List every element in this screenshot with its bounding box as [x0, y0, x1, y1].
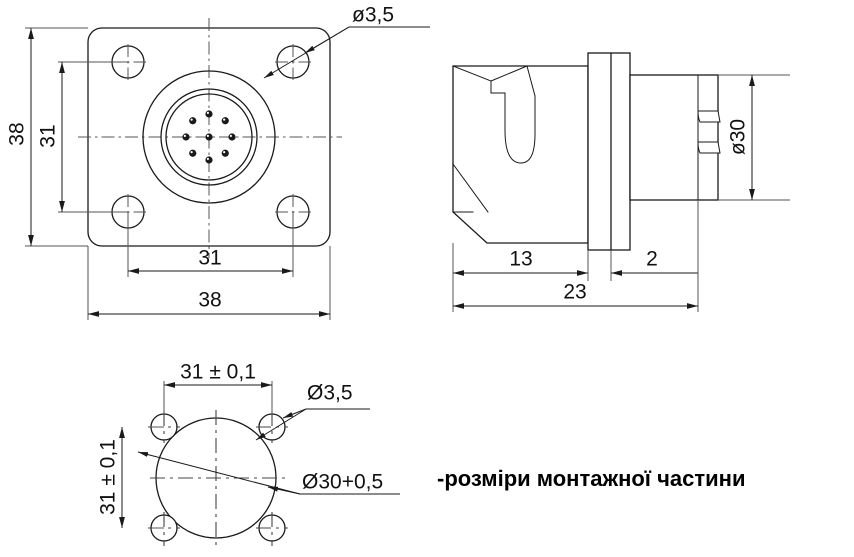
- side-dim-2: [610, 250, 698, 281]
- pin-1: [205, 110, 213, 118]
- side-diameter-30-label: ø30: [727, 119, 750, 155]
- side-barrel: [629, 74, 719, 201]
- side-view: ø30 13 2 23: [452, 52, 790, 312]
- side-latch-upper-edge: [452, 65, 492, 82]
- front-height-38-label: 38: [6, 122, 29, 145]
- cutout-dim-width: [163, 381, 273, 414]
- connector-inner-circle: [165, 93, 253, 181]
- front-width-31-label: 31: [198, 247, 221, 270]
- pin-8: [189, 117, 197, 125]
- pin-2: [221, 117, 229, 125]
- front-dim-height-38: [25, 27, 88, 247]
- side-chamfer-detail: [452, 163, 489, 213]
- front-mounting-holes: [110, 44, 311, 230]
- cutout-bore-leader: [137, 451, 400, 495]
- front-view: ø3,5 38 31 31: [6, 4, 430, 320]
- side-flange: [587, 52, 631, 251]
- front-hole-diameter-leader: [263, 26, 430, 79]
- front-dim-height-31: [58, 61, 128, 213]
- side-dim-diameter-30: [718, 74, 790, 201]
- pin-ring: [182, 110, 236, 164]
- front-dim-width-38: [87, 246, 331, 320]
- cutout-hole-bottom-right: [256, 512, 288, 546]
- front-pin-field: [182, 110, 236, 164]
- pin-3: [228, 133, 236, 141]
- cutout-height-label: 31 ± 0,1: [97, 439, 120, 515]
- front-height-31-label: 31: [37, 124, 60, 147]
- front-connector-circles: [142, 70, 276, 204]
- cutout-hole-diameter-label: Ø3,5: [307, 382, 353, 405]
- side-dim-13-label: 13: [509, 248, 532, 271]
- panel-cutout-view: 31 ± 0,1 31 ± 0,1 Ø3,5 Ø30+0,5: [97, 361, 400, 546]
- connector-outer-circle: [142, 70, 276, 204]
- side-dim-23-label: 23: [563, 281, 586, 304]
- side-dim-2-label: 2: [646, 248, 658, 271]
- cutout-width-label: 31 ± 0,1: [180, 361, 256, 384]
- front-hole-diameter-label: ø3,5: [352, 4, 394, 27]
- pin-center: [205, 133, 213, 141]
- front-width-38-label: 38: [198, 289, 221, 312]
- pin-7: [182, 133, 190, 141]
- pin-5: [205, 156, 213, 164]
- pin-6: [189, 149, 197, 157]
- keyway-lower: [697, 141, 721, 154]
- side-dim-23: [452, 200, 699, 312]
- cutout-hole-leader: [255, 408, 370, 441]
- pin-4: [221, 149, 229, 157]
- cutout-bore-diameter-label: Ø30+0,5: [302, 471, 383, 494]
- keyway-upper: [697, 110, 721, 123]
- cutout-dim-height: [119, 426, 164, 529]
- side-latch-hook: [490, 65, 536, 164]
- front-dim-width-31: [127, 212, 294, 277]
- mounting-part-caption: -розміри монтажної частини: [437, 466, 745, 491]
- side-barrel-keyways: [697, 110, 721, 154]
- connector-middle-circle: [160, 88, 258, 186]
- side-flange-plate: [587, 52, 631, 251]
- mounting-hole-top-right: [275, 44, 311, 80]
